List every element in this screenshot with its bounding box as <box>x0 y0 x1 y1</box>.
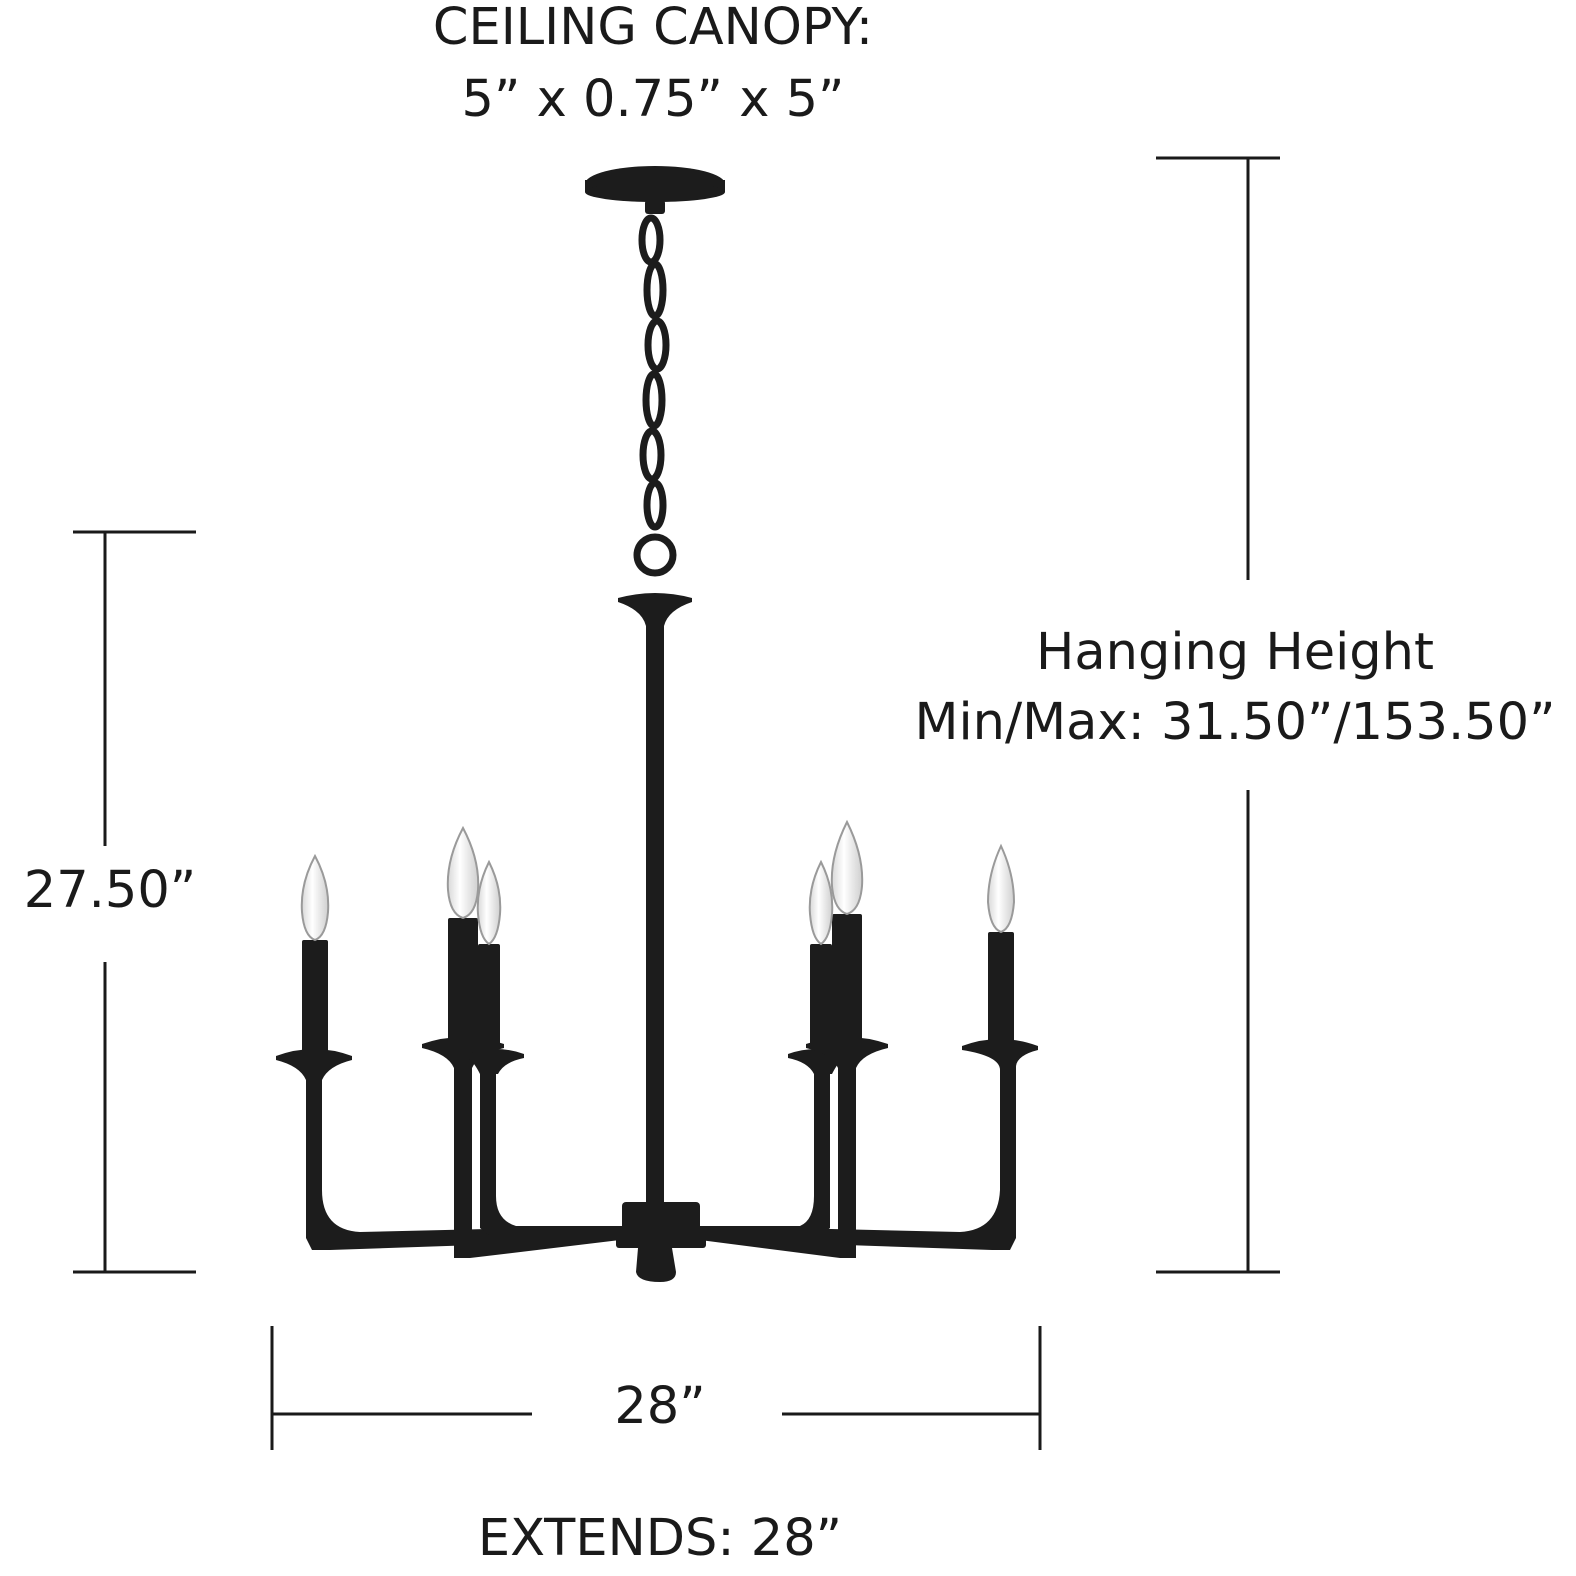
hanging-height-title: Hanging Height <box>1036 623 1434 682</box>
fixture-width-label: 28” <box>614 1377 706 1436</box>
fixture-height-dimension-line <box>73 530 196 1274</box>
canopy-dimensions: 5” x 0.75” x 5” <box>461 70 845 129</box>
arms <box>306 1048 1016 1258</box>
candle-sleeves <box>302 914 1014 1052</box>
extends-label: EXTENDS: 28” <box>477 1509 843 1568</box>
hanging-height-dimension-line <box>1156 156 1280 1274</box>
ceiling-canopy <box>585 166 725 214</box>
center-stem <box>616 593 706 1282</box>
fixture-height-label: 27.50” <box>23 861 197 920</box>
canopy-title: CEILING CANOPY: <box>432 0 874 57</box>
chain <box>633 214 677 577</box>
chandelier-illustration <box>276 166 1038 1282</box>
hanging-height-value: Min/Max: 31.50”/153.50” <box>914 693 1556 752</box>
fixture-width-dimension-line <box>270 1326 1042 1450</box>
bulbs <box>300 819 1016 946</box>
